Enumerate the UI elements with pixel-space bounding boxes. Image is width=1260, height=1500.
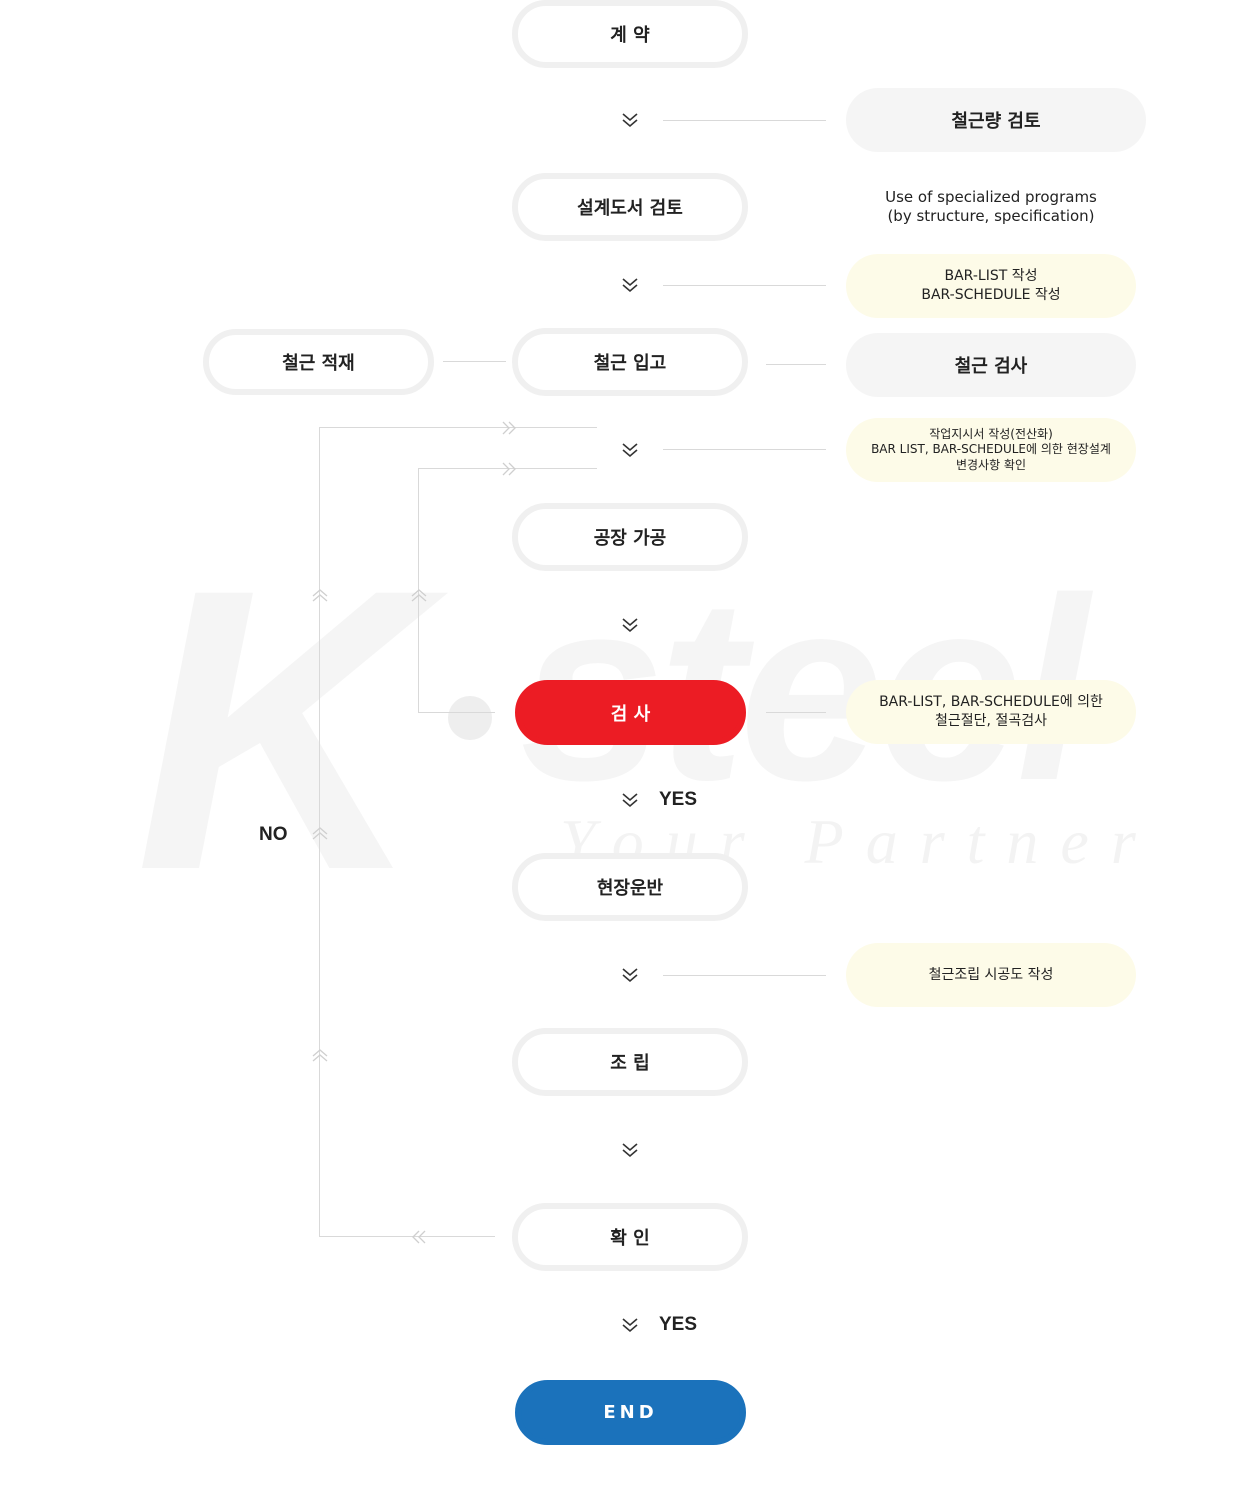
connector-line bbox=[663, 449, 826, 450]
yes-label: YES bbox=[659, 1314, 698, 1335]
chevron-down-icon bbox=[622, 1318, 638, 1333]
connector-line bbox=[766, 712, 826, 713]
node-rebar-loading: 철근 적재 bbox=[203, 329, 434, 395]
node-assembly: 조 립 bbox=[512, 1028, 748, 1096]
connector-line bbox=[663, 120, 826, 121]
chevron-left-icon bbox=[412, 1230, 426, 1244]
cut-check-box: BAR-LIST, BAR-SCHEDULE에 의한 철근절단, 절곡검사 bbox=[846, 680, 1136, 744]
connector-line bbox=[443, 361, 506, 362]
watermark-k: K bbox=[135, 506, 424, 953]
node-end: END bbox=[515, 1380, 746, 1445]
watermark-dot bbox=[448, 696, 492, 740]
programs-note-line: (by structure, specification) bbox=[887, 206, 1095, 225]
no-loop-line bbox=[319, 427, 320, 1237]
chevron-up-icon bbox=[411, 589, 427, 602]
connector-line bbox=[766, 364, 826, 365]
barlist-line: BAR-SCHEDULE 작성 bbox=[921, 287, 1061, 303]
chevron-down-icon bbox=[622, 278, 638, 293]
work-order-box: 작업지시서 작성(전산화) BAR LIST, BAR-SCHEDULE에 의한… bbox=[846, 418, 1136, 482]
node-design-review: 설계도서 검토 bbox=[512, 173, 748, 241]
node-confirm: 확 인 bbox=[512, 1203, 748, 1271]
programs-note-line: Use of specialized programs bbox=[885, 188, 1097, 206]
barlist-line: BAR-LIST 작성 bbox=[944, 268, 1038, 285]
chevron-up-icon bbox=[312, 1049, 328, 1062]
node-rebar-receiving: 철근 입고 bbox=[512, 328, 748, 396]
rebar-quantity-review-box: 철근량 검토 bbox=[846, 88, 1146, 152]
inner-loop-line bbox=[418, 468, 597, 469]
chevron-down-icon bbox=[622, 793, 638, 808]
node-site-transport: 현장운반 bbox=[512, 853, 748, 921]
no-label: NO bbox=[259, 824, 288, 845]
chevron-right-icon bbox=[502, 462, 516, 476]
connector-line bbox=[663, 285, 826, 286]
barlist-box: BAR-LIST 작성 BAR-SCHEDULE 작성 bbox=[846, 254, 1136, 318]
chevron-down-icon bbox=[622, 1143, 638, 1158]
cut-check-line: 철근절단, 절곡검사 bbox=[935, 713, 1047, 729]
chevron-right-icon bbox=[502, 421, 516, 435]
no-loop-line bbox=[319, 1236, 495, 1237]
rebar-inspection-box: 철근 검사 bbox=[846, 333, 1136, 397]
chevron-down-icon bbox=[622, 443, 638, 458]
work-order-line: 작업지시서 작성(전산화) bbox=[929, 426, 1053, 441]
yes-label: YES bbox=[659, 789, 698, 810]
work-order-line: BAR LIST, BAR-SCHEDULE에 의한 현장설계 bbox=[871, 442, 1111, 457]
assembly-drawing-box: 철근조립 시공도 작성 bbox=[846, 943, 1136, 1007]
node-factory-processing: 공장 가공 bbox=[512, 503, 748, 571]
node-inspection: 검 사 bbox=[515, 680, 746, 745]
no-loop-line bbox=[319, 427, 597, 428]
work-order-line: 변경사항 확인 bbox=[955, 457, 1027, 472]
cut-check-line: BAR-LIST, BAR-SCHEDULE에 의한 bbox=[879, 694, 1103, 711]
inner-loop-line bbox=[418, 712, 495, 713]
programs-note: Use of specialized programs (by structur… bbox=[846, 188, 1136, 226]
chevron-up-icon bbox=[312, 589, 328, 602]
chevron-up-icon bbox=[312, 827, 328, 840]
chevron-down-icon bbox=[622, 618, 638, 633]
node-contract: 계 약 bbox=[512, 0, 748, 68]
chevron-down-icon bbox=[622, 113, 638, 128]
chevron-down-icon bbox=[622, 968, 638, 983]
connector-line bbox=[663, 975, 826, 976]
